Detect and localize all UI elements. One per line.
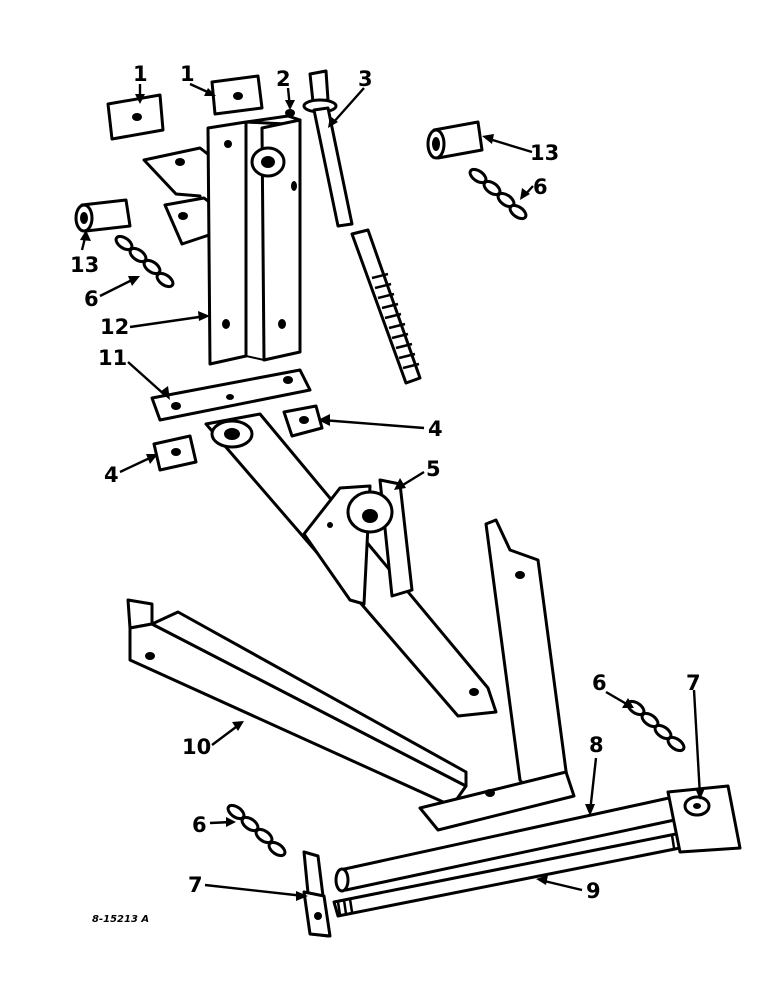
callout-5: 5 [426,457,441,481]
callout-6-upper-right: 6 [533,175,548,199]
callout-13-right: 13 [530,141,559,165]
callout-2: 2 [276,67,291,91]
part-13-spacer-left [74,198,132,233]
part-1-plate-right [210,74,264,116]
part-6-chain-d [226,803,287,858]
part-7-clip-right [666,784,742,854]
callout-11: 11 [98,346,127,370]
callout-6-lower-left: 6 [192,813,207,837]
rod-thread [371,272,420,370]
callout-12: 12 [100,315,129,339]
part-6-chain-c [626,699,686,753]
part-5-arm [204,412,498,718]
part-11-flat-plate [150,368,312,422]
callout-7-right: 7 [686,671,701,695]
drawing-number: 8-15213 A [92,914,149,925]
part-10-base-frame [126,518,576,832]
callout-labels: 1 1 2 3 13 6 13 6 12 11 4 4 5 6 7 10 8 6… [70,62,701,903]
callout-13-left: 13 [70,253,99,277]
part-4-nut-left [152,434,198,472]
part-6-chain-b [114,234,175,289]
callout-3: 3 [358,67,373,91]
part-1-plate-left [106,93,165,141]
callout-7-left: 7 [188,873,203,897]
part-13-spacer-right [426,120,484,160]
callout-6-upper-left: 6 [84,287,99,311]
callout-4-right: 4 [428,417,443,441]
callout-10: 10 [182,735,211,759]
callout-9: 9 [586,879,601,903]
part-12-upright-bracket [142,114,302,366]
callout-8: 8 [589,733,604,757]
callout-1-right: 1 [180,62,195,86]
callout-6-lower-right: 6 [592,671,607,695]
callout-4-left: 4 [104,463,119,487]
part-3-threaded-rod [302,69,422,385]
arrowheads [80,88,705,901]
part-4-nut-right [282,404,324,438]
callout-1-left: 1 [133,62,148,86]
part-7-clip-left [302,850,332,938]
part-6-chain-a [468,167,528,221]
